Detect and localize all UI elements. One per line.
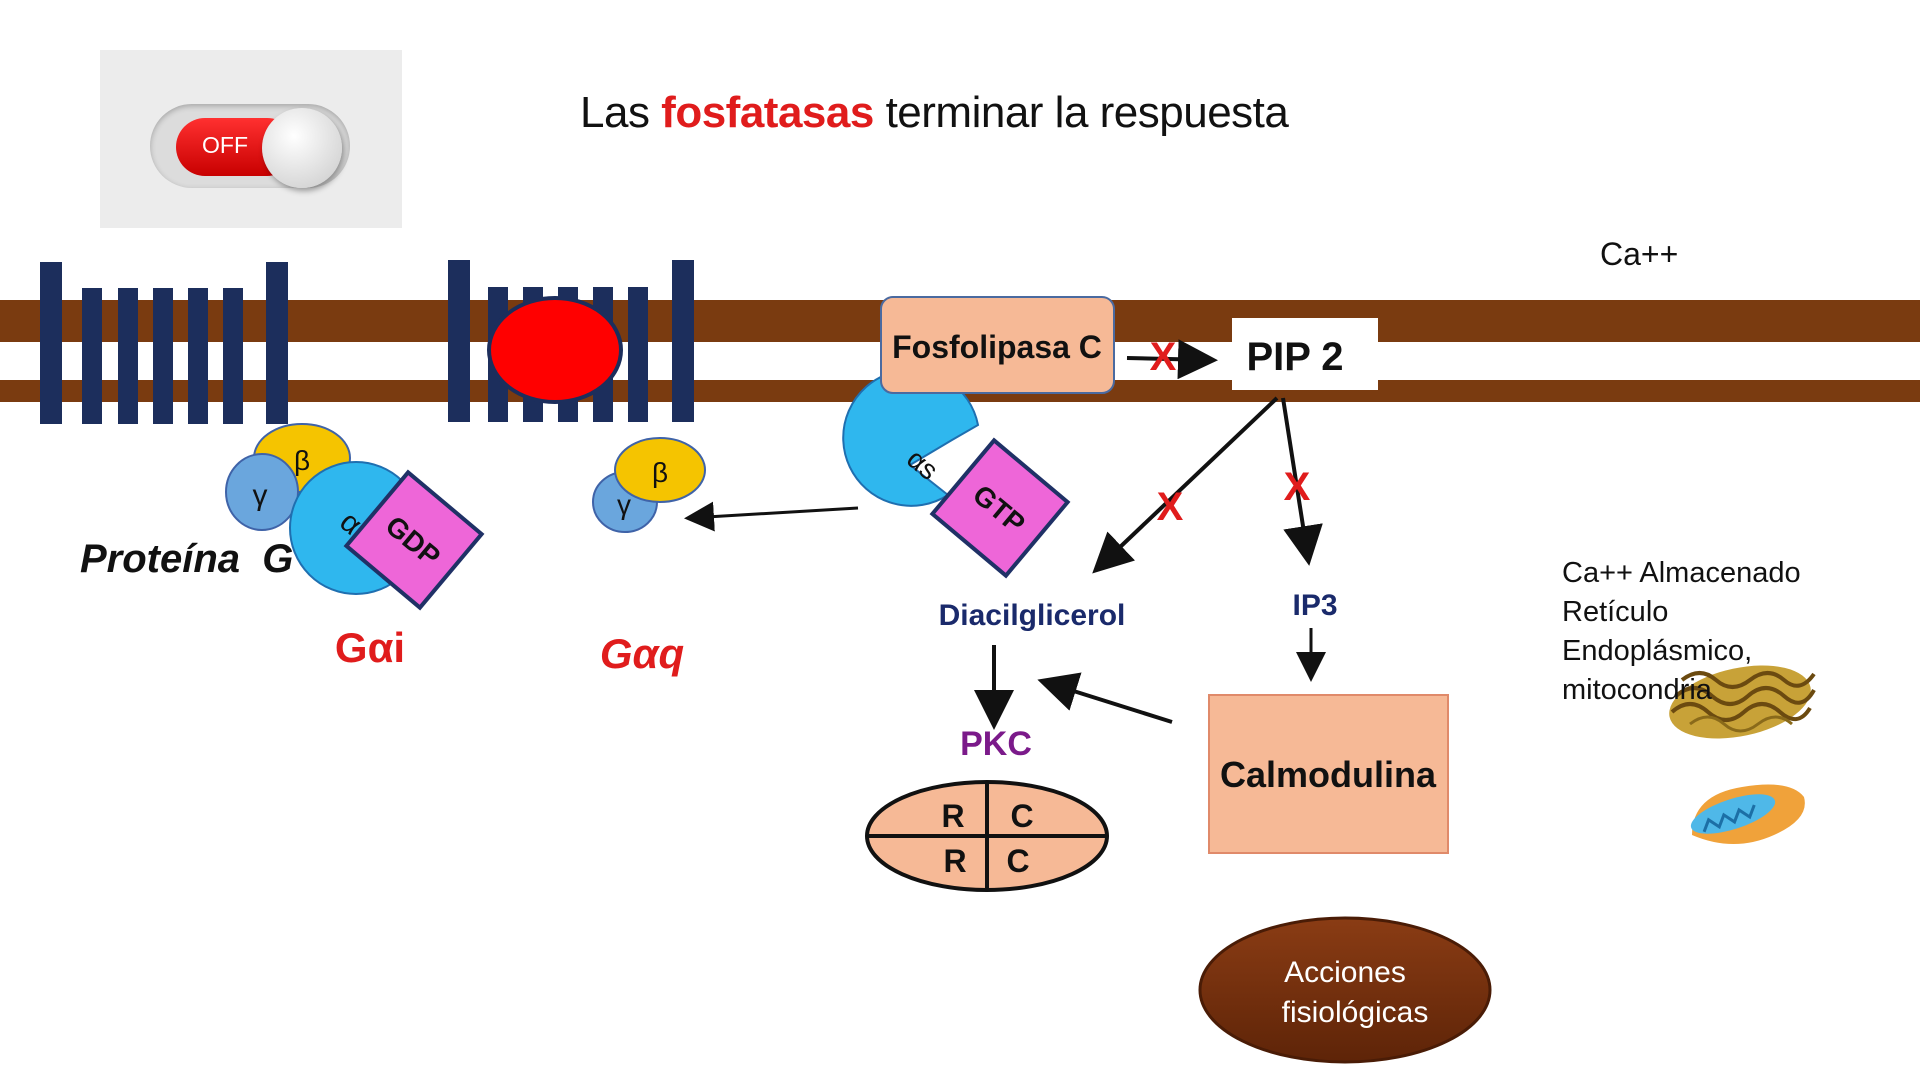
- gamma-subunit-i: [225, 453, 299, 531]
- switch-knob: [262, 108, 342, 188]
- receptor-1-helix: [188, 288, 208, 424]
- inhibit-mark-ip3: X: [1284, 465, 1311, 509]
- receptor-1-helix: [153, 288, 173, 424]
- beta-label-i: β: [294, 445, 310, 476]
- receptor-1-helix: [266, 262, 288, 424]
- g-alpha-i-label: Gαi: [335, 624, 405, 671]
- endoplasmic-reticulum-icon: [1669, 665, 1816, 739]
- alpha-s-gtp-complex: αs GTP: [842, 368, 1071, 579]
- beta-subunit-q: [614, 437, 706, 503]
- gamma-label-i: γ: [253, 479, 268, 512]
- gdp-block: GDP: [343, 469, 485, 611]
- pkc-cell-c1: C: [1010, 798, 1033, 834]
- title-before: Las: [580, 88, 662, 137]
- ca-label: Ca++: [1600, 236, 1679, 272]
- arrow-pip2-to-dag: [1092, 396, 1279, 574]
- acciones-line2: fisiológicas: [1282, 996, 1429, 1029]
- acciones-fisiologicas-ellipse: [1198, 916, 1492, 1064]
- proteina-g-label: Proteína G: [80, 537, 293, 581]
- acciones-line1: Acciones: [1284, 956, 1406, 989]
- switch-label: OFF: [202, 132, 248, 158]
- title-after: terminar la respuesta: [873, 88, 1289, 137]
- ca-store-line2: Retículo: [1562, 596, 1669, 628]
- title-highlight: fosfatasas: [661, 88, 874, 137]
- gtp-block: GTP: [929, 437, 1071, 579]
- mitochondria-icon: [1690, 784, 1805, 844]
- pip2-box: [1232, 318, 1378, 390]
- off-switch-panel: OFF: [100, 50, 402, 228]
- arrow-pip2-to-ip3: [1281, 397, 1323, 566]
- inhibit-mark-dag: X: [1157, 485, 1184, 529]
- calmodulina-box: [1208, 694, 1449, 854]
- pkc-cell-r1: R: [941, 798, 964, 834]
- receptor-2-helix: [672, 260, 694, 422]
- ca-store-line3: Endoplásmico,: [1562, 635, 1753, 667]
- pkc-cell-c2: C: [1006, 843, 1029, 879]
- beta-label-q: β: [652, 457, 668, 488]
- pkc-cell-r2: R: [943, 843, 966, 879]
- pip2-label: PIP 2: [1246, 335, 1343, 379]
- fosfolipasa-c-box: [880, 296, 1115, 394]
- inhibit-mark-plc: X: [1150, 335, 1177, 379]
- ca-store-label: Ca++ Almacenado Retículo Endoplásmico, m…: [1562, 554, 1822, 710]
- receptor-2-helix: [628, 287, 648, 422]
- pkc-enzyme: R C R C: [865, 780, 1109, 892]
- ca-store-line1: Ca++ Almacenado: [1562, 557, 1801, 589]
- ca-store-line4: mitocondria: [1562, 674, 1712, 706]
- g-alpha-q-label: Gαq: [600, 630, 684, 677]
- pkc-label: PKC: [960, 725, 1032, 763]
- receptor-1-helix: [40, 262, 62, 424]
- diacilglicerol-label: Diacilglicerol: [939, 599, 1126, 632]
- receptor-1-helix: [82, 288, 102, 424]
- receptor-1-helix: [223, 288, 243, 424]
- receptor-1-helix: [118, 288, 138, 424]
- fosfolipasa-c-label: Fosfolipasa C: [892, 329, 1102, 365]
- gamma-label-q: γ: [617, 489, 631, 520]
- arrow-calmodulina-to-dag: [1037, 672, 1173, 724]
- arrow-plc-to-pip2: [1126, 339, 1218, 380]
- receptor-1: [40, 262, 288, 424]
- receptor-2-helix: [448, 260, 470, 422]
- g-protein-i: β γ αi GDP: [225, 423, 485, 611]
- ligand: [487, 296, 623, 404]
- g-protein-q-beta-gamma: γ β: [592, 437, 706, 533]
- arrow-alphas-to-betagamma: [684, 501, 859, 532]
- calmodulina-label: Calmodulina: [1220, 754, 1437, 795]
- ip3-label: IP3: [1292, 589, 1337, 622]
- switch-track: OFF: [150, 104, 350, 188]
- page-title: Las fosfatasas terminar la respuesta: [580, 88, 1289, 138]
